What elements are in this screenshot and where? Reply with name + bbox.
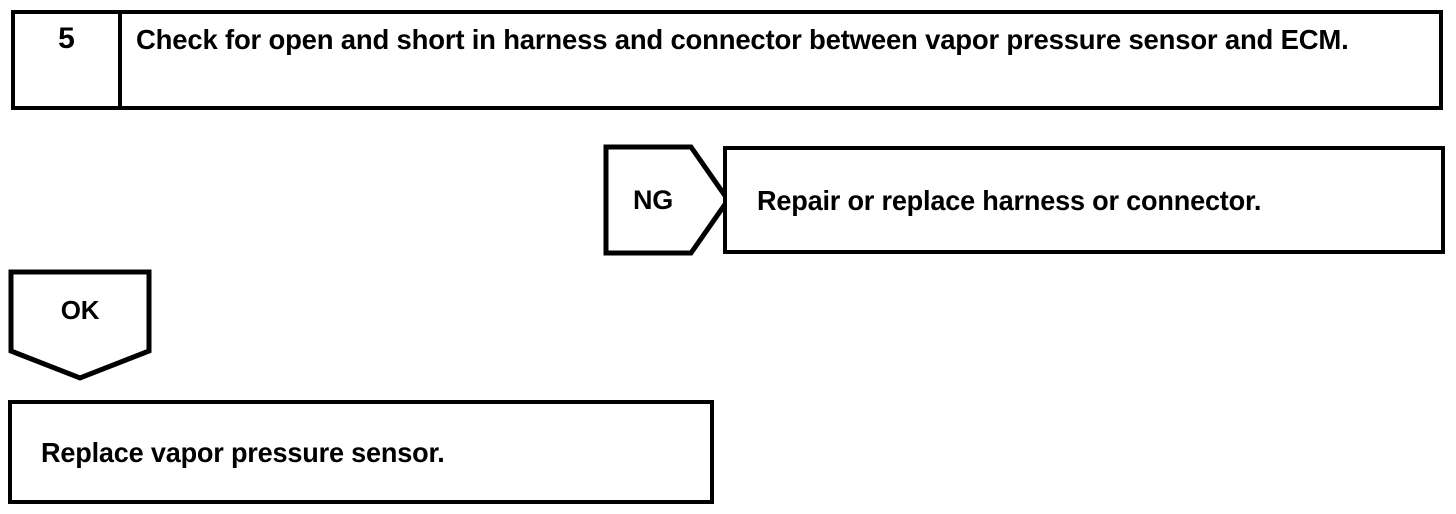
ok-result-box: Replace vapor pressure sensor. bbox=[8, 400, 714, 504]
step-instruction-text: Check for open and short in harness and … bbox=[136, 24, 1349, 55]
step-instruction-cell: Check for open and short in harness and … bbox=[126, 14, 1439, 106]
ok-arrow-shape bbox=[8, 269, 152, 381]
ok-branch-label: OK bbox=[60, 294, 100, 325]
ng-result-text: Repair or replace harness or connector. bbox=[757, 184, 1262, 216]
ng-result-box: Repair or replace harness or connector. bbox=[723, 146, 1445, 254]
ok-result-text: Replace vapor pressure sensor. bbox=[41, 436, 445, 468]
step-row: 5 Check for open and short in harness an… bbox=[11, 10, 1443, 110]
ng-arrow-shape bbox=[603, 144, 731, 256]
step-number: 5 bbox=[58, 22, 75, 55]
ng-branch-label: NG bbox=[633, 184, 673, 215]
step-number-cell: 5 bbox=[15, 14, 122, 106]
